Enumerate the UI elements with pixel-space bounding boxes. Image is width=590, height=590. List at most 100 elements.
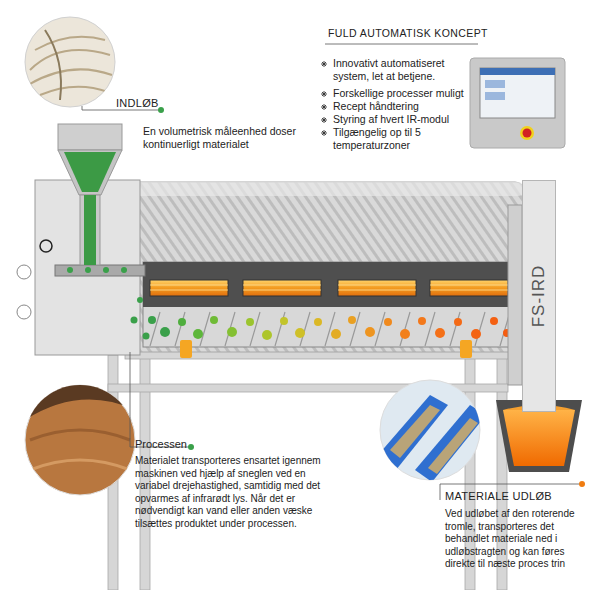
- end-cap: FS-IRD: [522, 180, 556, 412]
- particle: [85, 267, 91, 273]
- particle: [331, 329, 341, 339]
- feed-particles: [67, 267, 150, 340]
- marker-dot: [158, 107, 164, 113]
- photo-texture: [378, 395, 486, 482]
- particle: [210, 316, 218, 324]
- roller-support: [460, 340, 472, 358]
- bullet-text: Styring af hvert IR-modul: [333, 113, 473, 126]
- particle: [454, 318, 462, 326]
- marker-dot: [188, 444, 194, 450]
- particle: [121, 267, 127, 273]
- ir-heaters: [150, 280, 508, 296]
- heading-underline: [325, 44, 478, 45]
- inlet-hopper: [58, 124, 122, 265]
- outlet-material: [503, 410, 575, 466]
- ir-module: [338, 280, 416, 296]
- hopper-top: [58, 124, 122, 150]
- particle: [295, 328, 305, 338]
- bullet-text: Forskellige processer muligt: [333, 87, 473, 100]
- panel-body: [470, 58, 565, 148]
- photo-circle: [25, 17, 115, 107]
- particle: [280, 317, 288, 325]
- callout-heading: Processen: [135, 438, 215, 452]
- bullet-text: Recept håndtering: [333, 100, 473, 113]
- screen-button: [485, 92, 505, 100]
- end-bracket: [508, 205, 522, 385]
- particle: [131, 317, 138, 324]
- particle: [103, 267, 109, 273]
- particle: [67, 267, 73, 273]
- callout-text: Materialet transporteres ensartet igenne…: [135, 455, 323, 530]
- ir-module: [243, 280, 321, 296]
- screw-feeder: [55, 265, 145, 276]
- bullet: [321, 130, 327, 136]
- photo-shade: [25, 380, 135, 420]
- screen-header: [480, 68, 555, 75]
- photo-shade: [30, 430, 130, 440]
- machine-name: FS-IRD: [529, 265, 549, 328]
- particle: [384, 318, 392, 326]
- panel-screen: [480, 68, 555, 118]
- estop-button: [523, 129, 532, 138]
- drum-highlight: [130, 182, 525, 196]
- particle: [490, 317, 498, 325]
- marker-dot: [579, 481, 585, 487]
- roller-support: [180, 340, 192, 358]
- callout-text: Ved udløbet af den roterende tromle, tra…: [445, 508, 587, 571]
- bullet: [321, 117, 327, 123]
- particle: [148, 316, 156, 324]
- fiber: [35, 37, 105, 50]
- photo-texture: [28, 30, 112, 100]
- particle: [227, 327, 237, 337]
- feeder-housing: [35, 180, 140, 355]
- callout-heading: MATERIALE UDLØB: [445, 490, 580, 504]
- photo-texture: [25, 380, 135, 470]
- bullet: [321, 104, 327, 110]
- inlet-photo: [25, 17, 115, 107]
- particle: [471, 329, 481, 339]
- particle: [137, 297, 143, 303]
- fiber: [28, 69, 112, 85]
- flight-lines: [150, 312, 510, 346]
- particle: [348, 316, 356, 324]
- ir-module: [430, 280, 508, 296]
- particle: [400, 329, 410, 339]
- bullet: [321, 91, 327, 97]
- housing-knob: [17, 305, 31, 319]
- fiber: [30, 50, 110, 70]
- drum-chamber: [143, 262, 515, 347]
- particle: [435, 328, 445, 338]
- fiber: [45, 30, 61, 100]
- section-heading: FULD AUTOMATISK KONCEPT: [328, 27, 528, 40]
- control-panel: [470, 58, 565, 148]
- particle: [193, 329, 203, 339]
- fiber: [40, 87, 108, 95]
- belt-material: [390, 405, 440, 458]
- belt-material: [428, 418, 478, 474]
- material-particles: [148, 316, 511, 340]
- photo-shade: [30, 460, 130, 470]
- rotating-drum: [130, 182, 525, 352]
- particle: [246, 318, 254, 326]
- screen-button: [485, 80, 505, 88]
- housing-ring: [40, 240, 52, 252]
- ir-module: [150, 280, 228, 296]
- hopper-material: [64, 152, 116, 192]
- bullet-text: Tilgængelig op til 5 temperaturzoner: [333, 126, 468, 152]
- bullet-text: Innovativt automatiseret system, let at …: [333, 57, 468, 83]
- hopper-funnel: [58, 150, 122, 195]
- screw-flights: [150, 312, 510, 346]
- particle: [143, 333, 150, 340]
- particle: [365, 327, 375, 337]
- tube-material: [84, 195, 96, 265]
- particle: [178, 318, 186, 326]
- callout-heading: INDLØB: [116, 97, 176, 111]
- bullet: [321, 61, 327, 67]
- ir-housing: [143, 262, 515, 307]
- particle: [160, 327, 170, 337]
- callout-text: En volumetrisk måleenhed doser kontinuer…: [143, 125, 308, 151]
- leader-line: [130, 352, 188, 447]
- particle: [418, 317, 426, 325]
- heater-lines: [150, 285, 508, 290]
